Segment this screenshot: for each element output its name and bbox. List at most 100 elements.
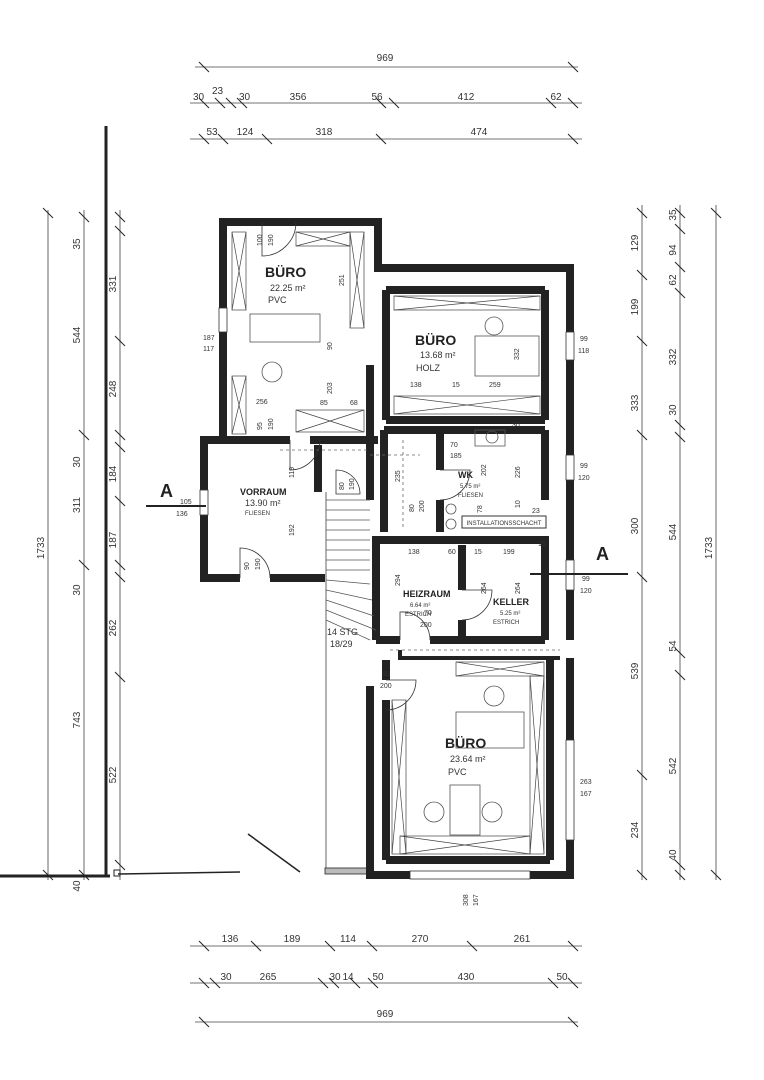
idim-68: 68 [350, 400, 358, 407]
dim-right-c2-8: 40 [668, 849, 679, 861]
dim-bottom-r2-1: 265 [260, 972, 277, 983]
dim-left-total: 1733 [36, 536, 47, 559]
dim-right-c2-4: 30 [668, 404, 679, 416]
room-buero-2-name: BÜRO [415, 332, 456, 348]
dim-top-r1-5: 412 [458, 92, 475, 103]
idim-308: 308 [463, 894, 470, 906]
dim-top-r2-3: 474 [471, 127, 488, 138]
idim-120b: 120 [580, 588, 592, 595]
idim-256: 256 [256, 399, 268, 406]
dim-top-overall: 969 [377, 53, 394, 64]
dim-right-total: 1733 [704, 536, 715, 559]
idim-138: 138 [410, 382, 422, 389]
dim-left-c2-9: 40 [72, 880, 83, 892]
dim-left-c2-1: 331 [108, 275, 119, 292]
dim-left-c2-2: 248 [108, 380, 119, 397]
furniture [249, 313, 540, 836]
dim-right-c1-3: 300 [630, 517, 641, 534]
room-buero-3-name: BÜRO [445, 735, 486, 751]
idim-263: 263 [580, 779, 592, 786]
room-buero-2-floor: HOLZ [416, 363, 441, 373]
dim-right-c1-2: 333 [630, 394, 641, 411]
room-keller-floor: ESTRICH [493, 620, 519, 626]
idim-k-264b: 264 [515, 582, 522, 594]
idim-h-15a: 15 [474, 549, 482, 556]
idim-99b: 99 [580, 463, 588, 470]
room-wk-area: 5.75 m² [460, 484, 480, 490]
idim-190c: 190 [255, 558, 262, 570]
dim-left-c2-0: 35 [72, 238, 83, 250]
walls [200, 218, 574, 879]
dim-right-c2-0: 35 [668, 209, 679, 221]
dim-left-c1-0: 544 [72, 326, 83, 343]
dim-bottom-r2-3: 14 [342, 972, 354, 983]
room-buero-3-floor: PVC [448, 767, 467, 777]
idim-80: 80 [339, 482, 346, 490]
idim-k-264a: 264 [481, 582, 488, 594]
dim-left-c2-5: 187 [108, 531, 119, 548]
shaft-label: INSTALLATIONSSCHACHT [467, 521, 542, 527]
idim-wk-226: 226 [515, 466, 522, 478]
section-markers: A A [146, 481, 628, 575]
room-keller-name: KELLER [493, 597, 530, 607]
idim-120: 120 [578, 475, 590, 482]
room-heizraum-name: HEIZRAUM [403, 589, 451, 599]
top-dimension-chains: 969 30 23 30 356 56 412 62 53 124 318 47… [190, 53, 582, 145]
idim-wk-202: 202 [481, 464, 488, 476]
installation-shaft: INSTALLATIONSSCHACHT [461, 515, 547, 529]
idim-105: 105 [180, 499, 192, 506]
section-marker-right: A [596, 544, 609, 564]
dim-right-c2-2: 62 [668, 274, 679, 286]
room-labels: BÜRO 22.25 m² PVC BÜRO 13.68 m² HOLZ VOR… [240, 264, 530, 777]
idim-167: 167 [580, 791, 592, 798]
stair-steps: 14 STG [327, 627, 358, 637]
idim-wk-23: 23 [532, 508, 540, 515]
idim-259: 259 [489, 382, 501, 389]
room-vorraum-name: VORRAUM [240, 487, 287, 497]
idim-136: 136 [176, 511, 188, 518]
room-buero-1-area: 22.25 m² [270, 283, 306, 293]
room-buero-2-area: 13.68 m² [420, 350, 456, 360]
dim-bottom-r1-0: 136 [222, 934, 239, 945]
idim-332: 332 [514, 348, 521, 360]
dim-top-r1-4: 56 [371, 92, 383, 103]
idim-190: 190 [268, 234, 275, 246]
idim-251: 251 [339, 274, 346, 286]
stair [325, 499, 377, 641]
dim-right-c1-1: 199 [630, 298, 641, 315]
dim-bottom-r2-5: 430 [458, 972, 475, 983]
dim-right-c2-3: 332 [668, 348, 679, 365]
idim-h-15b: 15 [538, 541, 546, 548]
dim-top-r1-6: 62 [550, 92, 562, 103]
section-marker-left: A [160, 481, 173, 501]
dim-bottom-r2-2: 30 [329, 972, 341, 983]
room-wk-floor: FLIESEN [458, 493, 483, 499]
idim-190d: 190 [349, 478, 356, 490]
dashed-overhead [280, 440, 560, 651]
dim-bottom-r2-0: 30 [220, 972, 232, 983]
idim-h-199: 199 [503, 549, 515, 556]
dim-top-r1-0: 30 [193, 92, 205, 103]
idim-wk-70: 70 [450, 442, 458, 449]
idim-119: 119 [289, 467, 296, 478]
idim-100: 100 [257, 234, 264, 246]
dim-top-r2-2: 318 [316, 127, 333, 138]
dim-left-c2-6: 30 [72, 584, 83, 596]
room-heizraum-area: 6.64 m² [410, 603, 430, 609]
idim-15: 15 [452, 382, 460, 389]
interior-dimensions: 100 190 251 90 203 85 68 256 95 190 187 … [176, 234, 592, 906]
idim-hz-70: 70 [424, 610, 432, 617]
idim-99: 99 [580, 336, 588, 343]
dim-left-c2-8: 522 [108, 766, 119, 783]
room-buero-1-name: BÜRO [265, 264, 306, 280]
dim-bottom-r1-1: 189 [284, 934, 301, 945]
idim-117: 117 [203, 346, 214, 353]
idim-99c: 99 [582, 576, 590, 583]
right-dimension-chains: 129 199 333 300 539 234 35 94 62 332 30 … [630, 205, 722, 881]
idim-187: 187 [203, 335, 215, 342]
dim-top-r2-0: 53 [206, 127, 218, 138]
dim-right-c2-6: 54 [668, 640, 679, 652]
dim-bottom-r2-6: 50 [556, 972, 568, 983]
idim-90c: 90 [382, 671, 390, 678]
